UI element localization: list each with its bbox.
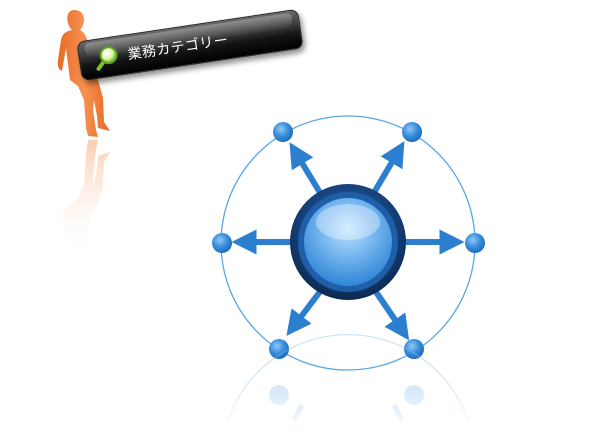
hub-highlight — [316, 204, 380, 240]
node-bottom-right — [404, 339, 424, 359]
node-bottom-left — [269, 339, 289, 359]
arrow-bottom-right — [371, 287, 410, 341]
node-top-left — [273, 122, 293, 142]
magnifier-icon — [92, 43, 122, 73]
person-reflection — [62, 140, 110, 258]
arrow-top-left — [289, 142, 325, 198]
reflection-fade — [0, 372, 600, 443]
outer-nodes — [212, 122, 485, 359]
banner-title: 業務カテゴリー — [126, 32, 230, 64]
arrow-top-right — [369, 141, 405, 198]
hub-core — [304, 198, 392, 286]
hub-button — [290, 184, 406, 300]
title-banner: 業務カテゴリー — [76, 8, 304, 82]
arrow-bottom-left — [286, 287, 325, 337]
node-left — [212, 233, 232, 253]
node-top-right — [402, 122, 422, 142]
arrows — [231, 141, 465, 341]
node-right — [465, 233, 485, 253]
